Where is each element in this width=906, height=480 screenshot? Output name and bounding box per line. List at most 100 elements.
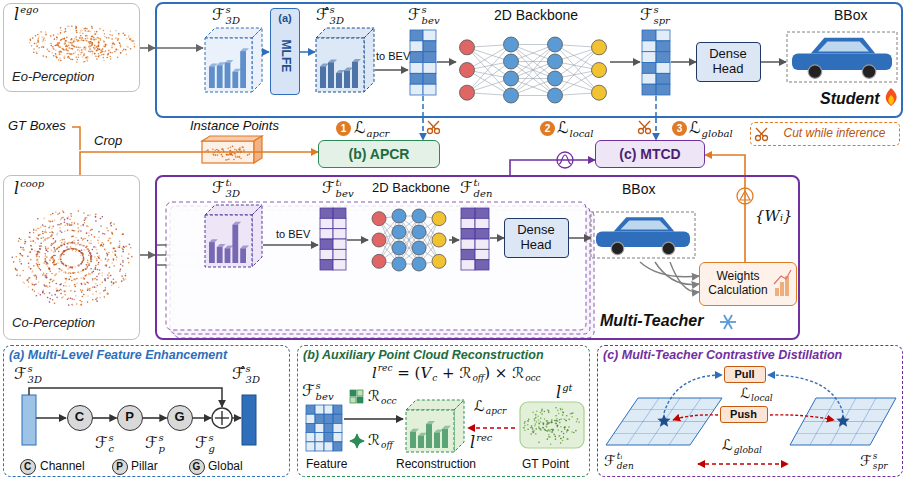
co-point-cloud (70, 246, 72, 248)
ego-point-cloud (75, 26, 77, 28)
ground-truth-points (534, 420, 536, 422)
student-pipeline (217, 65, 223, 88)
ground-truth-points (555, 438, 557, 440)
co-point-cloud (81, 303, 83, 305)
co-point-cloud (32, 284, 34, 286)
ground-truth-points (551, 422, 553, 424)
co-point-cloud (53, 247, 55, 249)
teacher-pipeline (620, 221, 668, 230)
ego-point-cloud (48, 50, 50, 52)
co-point-cloud (60, 293, 62, 295)
co-point-cloud (48, 267, 50, 269)
teacher-pipeline (432, 233, 446, 247)
feature-enhancement-figure (212, 408, 232, 428)
student-pipeline (352, 62, 358, 88)
teacher-pipeline (333, 218, 346, 228)
ground-truth-points (535, 417, 537, 419)
math-symbol: s (109, 432, 114, 444)
co-point-cloud (75, 249, 77, 251)
ego-point-cloud (43, 37, 45, 39)
co-point-cloud (112, 248, 114, 250)
co-point-cloud (72, 272, 74, 274)
co-point-cloud (81, 249, 83, 251)
student-pipeline (328, 62, 334, 88)
ground-truth-points (555, 423, 557, 425)
ground-truth-points (545, 429, 547, 431)
node-text: (a) Multi-Level Feature Enhancement (9, 348, 227, 362)
ego-point-cloud (100, 39, 102, 41)
text-label: to BEV (376, 50, 410, 63)
ego-point-cloud (122, 32, 124, 34)
student-pipeline (818, 41, 869, 51)
co-point-cloud (79, 300, 81, 302)
co-point-cloud (67, 248, 69, 250)
co-point-cloud (63, 250, 65, 252)
ego-point-cloud (43, 39, 45, 41)
co-point-cloud (40, 269, 42, 271)
co-point-cloud (115, 281, 117, 283)
co-point-cloud (36, 295, 38, 297)
co-point-cloud (60, 283, 62, 285)
ego-point-cloud (71, 25, 73, 27)
ego-point-cloud (68, 47, 70, 49)
ego-point-cloud (90, 41, 92, 43)
co-point-cloud (68, 279, 70, 281)
ego-point-cloud (117, 57, 119, 59)
co-point-cloud (96, 297, 98, 299)
ego-point-cloud (64, 38, 66, 40)
instance-points (213, 154, 215, 156)
instance-points (212, 149, 214, 151)
instance-points (247, 154, 249, 156)
co-point-cloud (45, 248, 47, 250)
connector (93, 417, 117, 419)
teacher-pipeline (333, 239, 346, 249)
co-point-cloud (51, 228, 53, 230)
ego-point-cloud (60, 30, 62, 32)
ground-truth-points (527, 420, 529, 422)
co-point-cloud (54, 259, 56, 261)
ground-truth-points (538, 426, 540, 428)
co-point-cloud (82, 258, 84, 260)
co-point-cloud (38, 227, 40, 229)
contrastive-figure (630, 409, 714, 410)
ego-point-cloud (91, 42, 93, 44)
ego-point-cloud (111, 45, 113, 47)
text-label: {Wᵢ} (755, 208, 793, 225)
ground-truth-points (558, 413, 560, 415)
ground-truth-points (546, 420, 548, 422)
instance-points (239, 156, 241, 158)
co-point-cloud (34, 290, 36, 292)
teacher-pipeline (320, 218, 333, 228)
co-point-cloud (58, 251, 60, 253)
ego-point-cloud (124, 35, 126, 37)
ego-point-cloud (95, 33, 97, 35)
ego-point-cloud (37, 40, 39, 42)
node-text: G (193, 461, 201, 473)
co-point-cloud (45, 229, 47, 231)
co-point-cloud (53, 251, 55, 253)
ego-point-cloud (123, 49, 125, 51)
ego-point-cloud (95, 38, 97, 40)
ground-truth-points (577, 418, 579, 420)
reconstruction-figure (442, 426, 451, 429)
co-point-cloud (50, 245, 52, 247)
co-point-cloud (107, 260, 109, 262)
co-point-cloud (95, 220, 97, 222)
teacher-pipeline (591, 212, 695, 258)
co-point-cloud (77, 243, 79, 245)
ground-truth-points (560, 408, 562, 410)
co-point-cloud (80, 263, 82, 265)
ego-point-cloud (114, 51, 116, 53)
co-point-cloud (107, 274, 109, 276)
co-point-cloud (67, 218, 69, 220)
ego-point-cloud (99, 49, 101, 51)
co-point-cloud (61, 239, 63, 241)
co-point-cloud (22, 255, 24, 257)
co-point-cloud (78, 265, 80, 267)
ego-point-cloud (115, 37, 117, 39)
ego-point-cloud (104, 36, 106, 38)
co-point-cloud (66, 246, 68, 248)
ego-point-cloud (64, 43, 66, 45)
ego-point-cloud (79, 32, 81, 34)
math-symbol: l (556, 384, 561, 402)
